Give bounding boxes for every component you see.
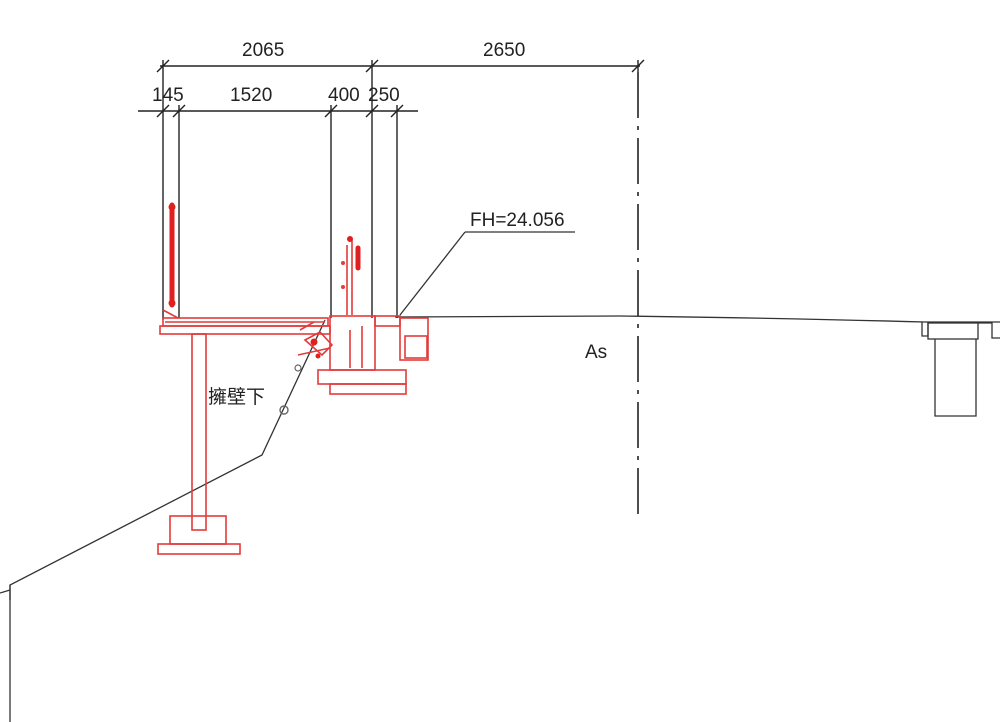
dimension-lines (138, 59, 645, 320)
slope-line (0, 319, 326, 722)
retaining-structure (157, 202, 429, 555)
slope-note: 擁壁下 (208, 386, 265, 408)
dimension-2065: 2065 (242, 40, 284, 61)
elevation-label: FH=24.056 (470, 210, 565, 231)
dimension-1520: 1520 (230, 85, 272, 106)
dimension-145: 145 (152, 85, 184, 106)
dimension-2650: 2650 (483, 40, 525, 61)
dimension-250: 250 (368, 85, 400, 106)
road-surface (394, 315, 1000, 417)
axis-label: As (585, 342, 607, 363)
elevation-leader (399, 231, 575, 316)
dimension-400: 400 (328, 85, 360, 106)
